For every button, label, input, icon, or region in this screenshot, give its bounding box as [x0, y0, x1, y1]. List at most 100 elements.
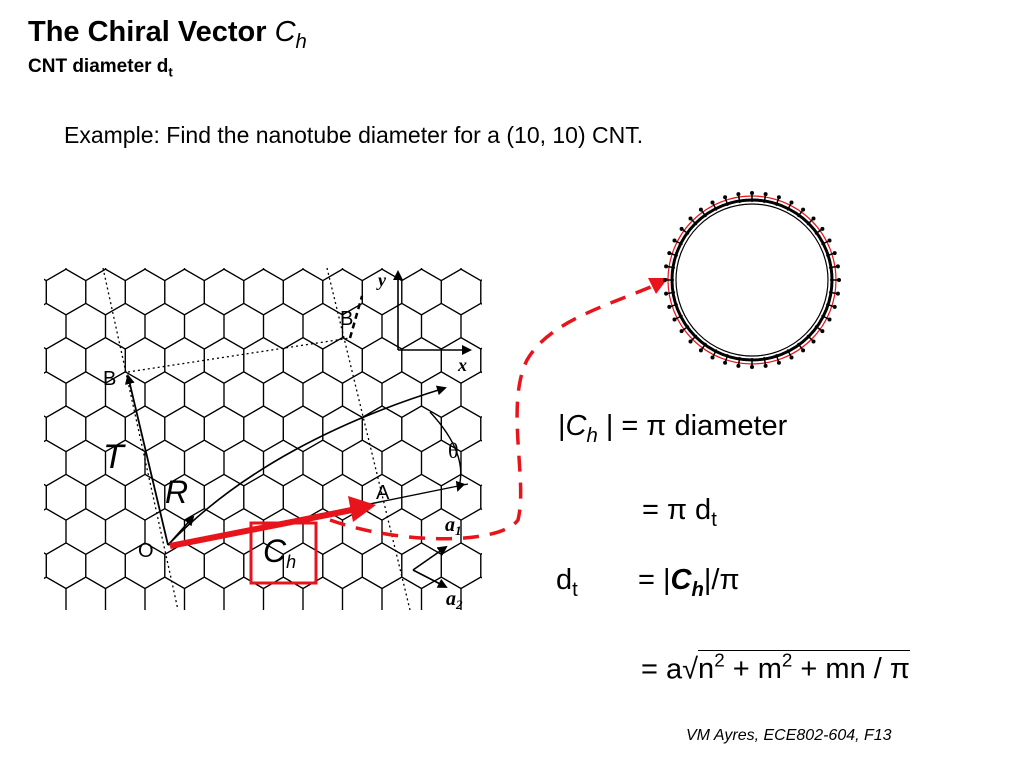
hexagon-cell [243, 268, 284, 316]
tube-atom [672, 238, 677, 243]
hexagon-cell [164, 336, 205, 384]
equation-circumference: |Ch | = π diameter [558, 410, 787, 448]
eq4-n-exp: 2 [714, 650, 725, 671]
hexagon-cell [44, 439, 67, 487]
hexagon-cell [223, 576, 265, 610]
tube-atom [667, 304, 672, 309]
hexagon-cell [262, 439, 304, 487]
eq3-sub: h [691, 579, 704, 602]
hexagon-cell [27, 646, 67, 692]
hexagon-cell [262, 576, 304, 610]
label-ch-sub: h [286, 552, 296, 572]
hexagon-cell [303, 646, 343, 692]
tube-atom [723, 195, 728, 200]
hexagon-cell [420, 576, 462, 610]
tube-atom [811, 339, 816, 344]
hexagon-cell [381, 371, 423, 419]
hexagon-cell [66, 646, 106, 692]
hexagon-cell [183, 439, 225, 487]
label-y: y [376, 270, 387, 290]
tube-atom [710, 355, 715, 360]
dotted-line-b-b [127, 337, 351, 373]
hexagon-cell [481, 611, 521, 657]
hexagon-cell [223, 371, 265, 419]
equation-pi-dt: = π dt [642, 494, 717, 532]
hexagon-cell [381, 268, 423, 282]
hexagon-cell [420, 371, 462, 419]
hexagon-cell [440, 268, 482, 316]
hexagon-cell [183, 302, 225, 350]
hexagon-cell [7, 611, 47, 657]
hexagon-cell [44, 415, 47, 443]
hexagon-cell [125, 611, 165, 657]
a2-vector-arrow [412, 569, 448, 588]
label-b-left: B [103, 368, 116, 390]
tube-atom [827, 238, 832, 243]
label-a: A [376, 482, 390, 504]
eq4-tail: + mn / π [792, 653, 910, 686]
eq1-symbol: C [565, 410, 587, 442]
label-a1: a1 [445, 514, 462, 538]
hexagon-cell [302, 576, 344, 610]
hexagon-cell [46, 611, 86, 657]
hexagon-cell [85, 542, 126, 590]
hexagon-cell [283, 611, 323, 657]
hexagon-cell [282, 473, 324, 521]
hexagon-cell [440, 542, 482, 590]
eq2-text: = π d [642, 494, 712, 526]
hexagon-cell [45, 336, 87, 384]
hexagon-cell [45, 473, 87, 521]
hexagon-cell [361, 336, 403, 384]
title-chiral-symbol-sub: h [295, 31, 307, 54]
hexagon-cell [262, 268, 304, 282]
hexagon-cell [144, 268, 186, 282]
hexagon-cell [501, 235, 541, 281]
hexagon-cell [401, 336, 442, 384]
hexagon-cell [183, 576, 225, 610]
eq4-prefix: = a [641, 653, 683, 686]
hexagon-cell [323, 611, 363, 657]
hexagon-cell [460, 439, 482, 487]
hexagon-cell [243, 405, 284, 453]
hexagon-cell [302, 268, 344, 282]
tube-atom [688, 339, 693, 344]
hexagon-cell [44, 302, 67, 350]
hexagon-cell [282, 268, 324, 316]
hexagon-cell [540, 646, 580, 692]
hexagon-cell [381, 576, 423, 610]
hexagon-cell [124, 336, 166, 384]
hexagon-cell [183, 268, 225, 282]
hexagon-cell [223, 302, 265, 350]
tube-atom [837, 278, 841, 282]
hexagon-cell [441, 611, 481, 657]
chiral-vector-head [348, 496, 376, 522]
hexagon-cell [540, 235, 580, 281]
hexagon-cell [85, 268, 126, 316]
hexagon-cell [322, 405, 363, 453]
label-a2-sub: 2 [455, 597, 463, 612]
hexagon-cell [341, 268, 383, 282]
hexagon-cell [480, 484, 482, 511]
hexagon-cell [381, 508, 423, 555]
eq1-bar: | [558, 410, 566, 442]
dotted-line-a-b [326, 267, 411, 611]
hexagon-cell [341, 508, 383, 555]
tube-atom [736, 363, 741, 368]
tube-atom [827, 317, 832, 322]
label-ch-letter: C [263, 533, 287, 569]
hexagon-cell [44, 346, 47, 374]
hexagon-cell [401, 268, 442, 316]
hexagon-cell [203, 542, 245, 590]
honeycomb-lattice [7, 235, 580, 692]
hexagon-cell [164, 405, 205, 453]
hexagon-cell [224, 646, 264, 692]
eq4-sqrt: √ [682, 653, 699, 686]
curved-arrow [167, 385, 447, 546]
hexagon-cell [145, 646, 185, 692]
hexagon-cell [45, 268, 87, 316]
hexagon-cell [480, 347, 482, 374]
hexagon-cell [302, 439, 344, 487]
hexagon-cell [165, 611, 205, 657]
chiral-vector-shaft [169, 507, 353, 549]
tube-atom [811, 216, 816, 221]
